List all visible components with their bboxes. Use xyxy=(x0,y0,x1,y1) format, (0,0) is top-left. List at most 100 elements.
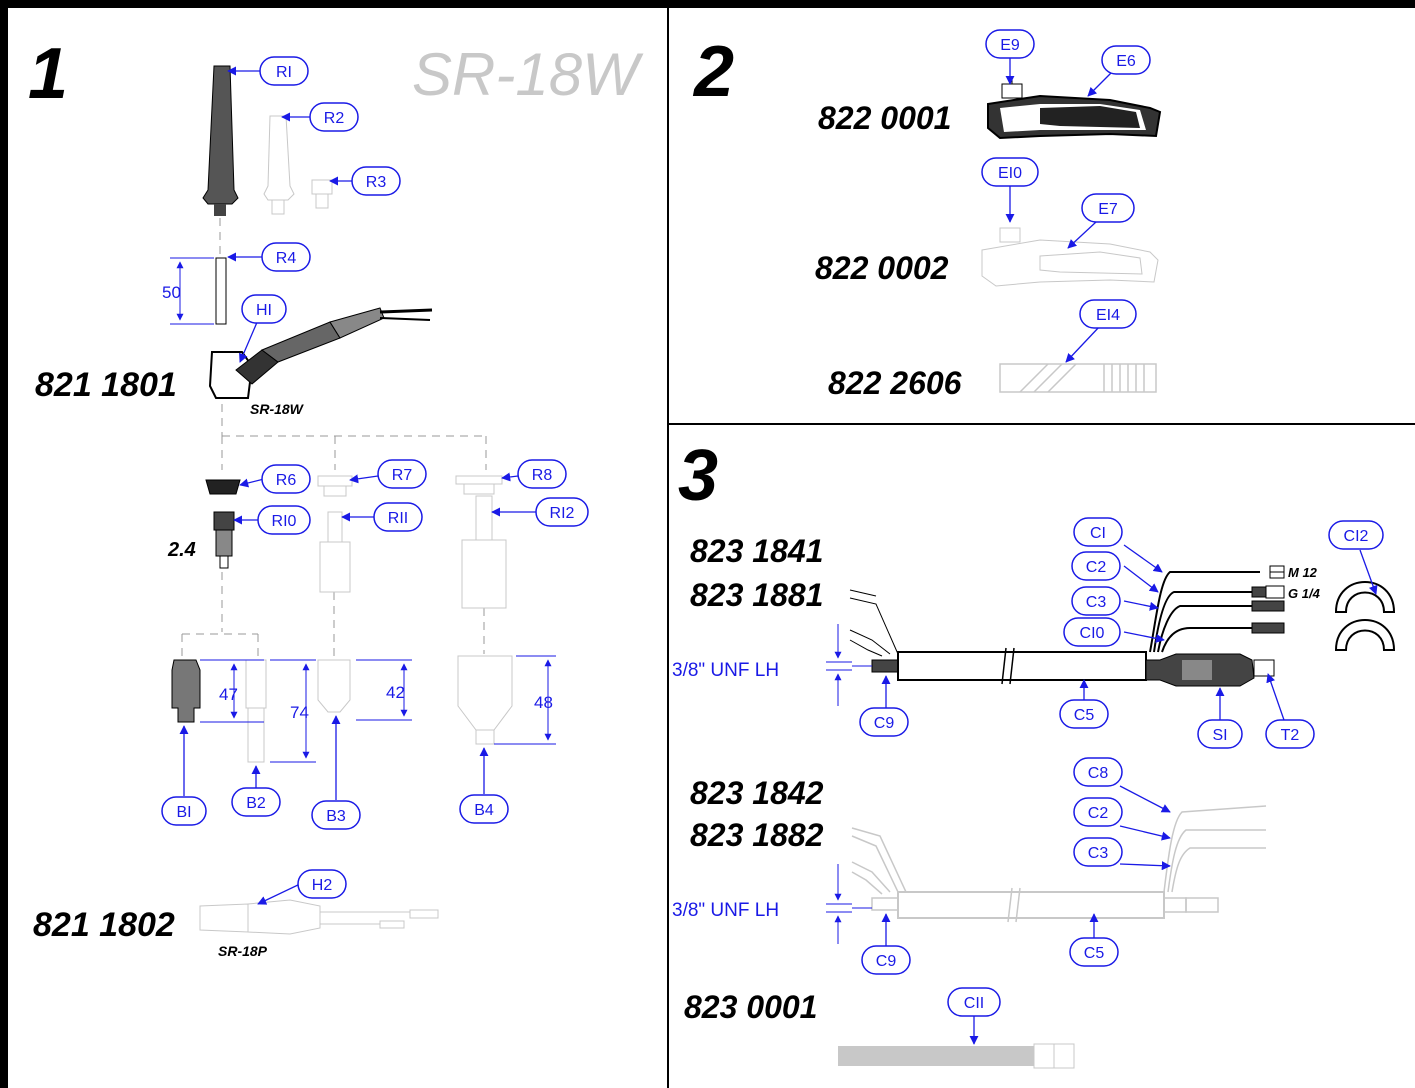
callout-label: R8 xyxy=(532,467,553,484)
callout-label: SI xyxy=(1212,727,1227,744)
callout-label: C8 xyxy=(1088,765,1109,782)
callout-e14: EI4 xyxy=(1079,299,1137,329)
part-number-821-1802: 821 1802 xyxy=(33,906,175,944)
panel-3-leaders-b xyxy=(881,785,1171,1045)
callout-c3b: C3 xyxy=(1073,837,1123,867)
callout-label: E6 xyxy=(1116,53,1136,70)
gasket-r8 xyxy=(455,475,503,495)
collet-body-r11 xyxy=(319,511,351,593)
callout-r11: RII xyxy=(373,502,423,532)
callout-label: C3 xyxy=(1088,845,1109,862)
part-number-823-1881: 823 1881 xyxy=(690,577,823,613)
callout-c5b: C5 xyxy=(1069,937,1119,967)
dimension-b3-value: 42 xyxy=(386,683,405,702)
dimension-b3 xyxy=(356,659,412,721)
callout-r2: R2 xyxy=(309,102,359,132)
callout-h1: HI xyxy=(241,294,287,324)
thread-dimension-a xyxy=(826,624,872,706)
part-number-822-0001: 822 0001 xyxy=(818,100,951,136)
dimension-r4 xyxy=(170,257,214,325)
gasket-r6 xyxy=(205,479,241,495)
dimension-r4-value: 50 xyxy=(162,283,181,302)
callout-label: R4 xyxy=(276,250,297,267)
callout-label: RII xyxy=(388,510,408,527)
callout-b3: B3 xyxy=(311,800,361,830)
callout-label: CI2 xyxy=(1344,528,1369,545)
handle-e7 xyxy=(981,227,1159,287)
nozzle-b1 xyxy=(171,659,201,723)
callout-r10: RI0 xyxy=(257,505,311,535)
torch-body-sr18p xyxy=(199,899,439,935)
model-label-sr18w: SR-18W xyxy=(250,401,305,417)
part-number-823-1842: 823 1842 xyxy=(690,775,824,811)
callout-label: C2 xyxy=(1086,559,1107,576)
fitting-g14: G 1/4 xyxy=(1288,586,1321,601)
callout-label: B4 xyxy=(474,802,494,819)
gasket-r7 xyxy=(317,475,353,497)
long-back-cap xyxy=(202,65,239,216)
callout-c5: C5 xyxy=(1059,699,1109,729)
part-number-822-0002: 822 0002 xyxy=(815,250,949,286)
callout-label: R6 xyxy=(276,472,297,489)
dimension-b2-value: 74 xyxy=(290,703,309,722)
part-number-823-0001: 823 0001 xyxy=(684,989,817,1025)
callout-b4: B4 xyxy=(459,794,509,824)
callout-label: B3 xyxy=(326,808,346,825)
callout-label: R2 xyxy=(324,110,345,127)
dimension-b4-value: 48 xyxy=(534,693,553,712)
callout-h2: H2 xyxy=(297,869,347,899)
callout-r6: R6 xyxy=(261,464,311,494)
callout-label: B2 xyxy=(246,795,266,812)
callout-label: BI xyxy=(176,804,191,821)
panel-3-leaders-a xyxy=(881,544,1378,721)
electrode-size: 2.4 xyxy=(167,539,196,561)
callout-label: C5 xyxy=(1074,707,1095,724)
nozzle-b4 xyxy=(457,655,513,745)
panel-2-number: 2 xyxy=(692,32,734,112)
panel-1-leaders xyxy=(179,66,536,905)
callout-e6: E6 xyxy=(1101,45,1151,75)
callout-label: C3 xyxy=(1086,594,1107,611)
callout-label: RI0 xyxy=(272,513,297,530)
callout-b1: BI xyxy=(161,796,207,826)
dimension-b1 xyxy=(200,659,264,723)
callout-label: C9 xyxy=(876,953,897,970)
callout-c3: C3 xyxy=(1071,586,1121,616)
collet xyxy=(215,257,227,325)
hose-set-b xyxy=(851,805,1267,923)
callout-label: EI0 xyxy=(998,165,1022,182)
callout-label: T2 xyxy=(1281,727,1300,744)
part-number-823-1882: 823 1882 xyxy=(690,817,824,853)
callout-label: CI xyxy=(1090,525,1106,542)
panel-3-number: 3 xyxy=(678,436,718,516)
assembly-guide-lines xyxy=(181,404,487,660)
fitting-m12: M 12 xyxy=(1288,565,1318,580)
callout-c9b: C9 xyxy=(861,945,911,975)
callout-label: C5 xyxy=(1084,945,1105,962)
panel-2-leaders xyxy=(1005,58,1113,363)
nozzle-b2 xyxy=(245,659,267,763)
model-watermark: SR-18W xyxy=(412,41,644,108)
torch-body-sr18w xyxy=(208,307,433,399)
thread-dimension-b xyxy=(826,864,872,944)
callout-c8: C8 xyxy=(1073,757,1123,787)
callout-r12: RI2 xyxy=(535,497,589,527)
part-number-821-1801: 821 1801 xyxy=(35,366,177,404)
callout-label: R7 xyxy=(392,467,413,484)
callout-r1: RI xyxy=(259,56,309,86)
callout-b2: B2 xyxy=(231,787,281,817)
callout-c2b: C2 xyxy=(1073,797,1123,827)
callout-r4: R4 xyxy=(261,242,311,272)
handle-e14 xyxy=(999,363,1157,393)
thread-label-a: 3/8" UNF LH xyxy=(672,660,779,681)
part-number-822-2606: 822 2606 xyxy=(828,365,962,401)
callout-e9: E9 xyxy=(985,29,1035,59)
callout-e7: E7 xyxy=(1081,193,1135,223)
callout-c9: C9 xyxy=(859,707,909,737)
medium-back-cap xyxy=(263,115,295,215)
callout-label: R3 xyxy=(366,174,387,191)
collet-body-r10 xyxy=(213,511,235,569)
